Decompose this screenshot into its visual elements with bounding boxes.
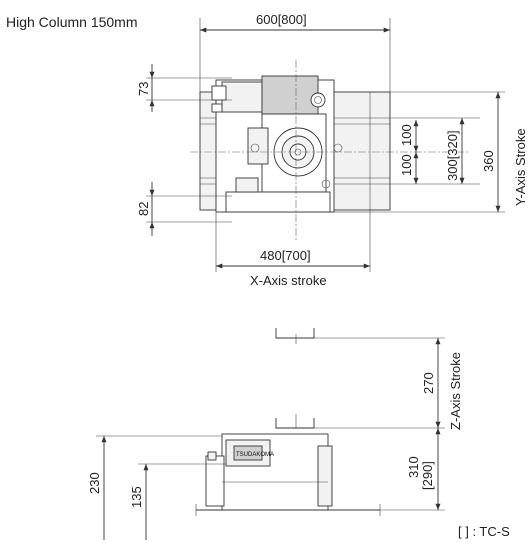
z-axis-stroke-label: Z-Axis Stroke bbox=[448, 352, 463, 430]
width-dimension-label: 600[800] bbox=[256, 12, 307, 27]
dimension-100-upper-label: 100 bbox=[399, 124, 414, 146]
drawing-title: High Column 150mm bbox=[6, 14, 138, 30]
footnote: [ ] : TC-S bbox=[458, 524, 510, 539]
dimension-300-label: 300[320] bbox=[445, 130, 460, 181]
dimension-73-label: 73 bbox=[136, 82, 151, 96]
dimension-360-label: 360 bbox=[481, 150, 496, 172]
dimension-135-label: 135 bbox=[129, 486, 144, 508]
x-stroke-dimension-label: 480[700] bbox=[260, 248, 311, 263]
x-axis-stroke-label: X-Axis stroke bbox=[250, 273, 327, 288]
y-axis-stroke-label: Y-Axis Stroke bbox=[513, 128, 528, 206]
dimension-310-label: 310 bbox=[406, 456, 421, 478]
dimension-270-label: 270 bbox=[421, 372, 436, 394]
top-view: 600[800] bbox=[136, 12, 528, 288]
side-view: 270 Z-Axis Stroke 310 [290] TSUDAKOMA 23… bbox=[87, 328, 463, 540]
dimension-230-label: 230 bbox=[87, 472, 102, 494]
dimension-82-label: 82 bbox=[136, 202, 151, 216]
dimension-100-lower-label: 100 bbox=[399, 154, 414, 176]
machine-badge: TSUDAKOMA bbox=[236, 452, 274, 458]
dimension-290-label: [290] bbox=[420, 461, 435, 490]
